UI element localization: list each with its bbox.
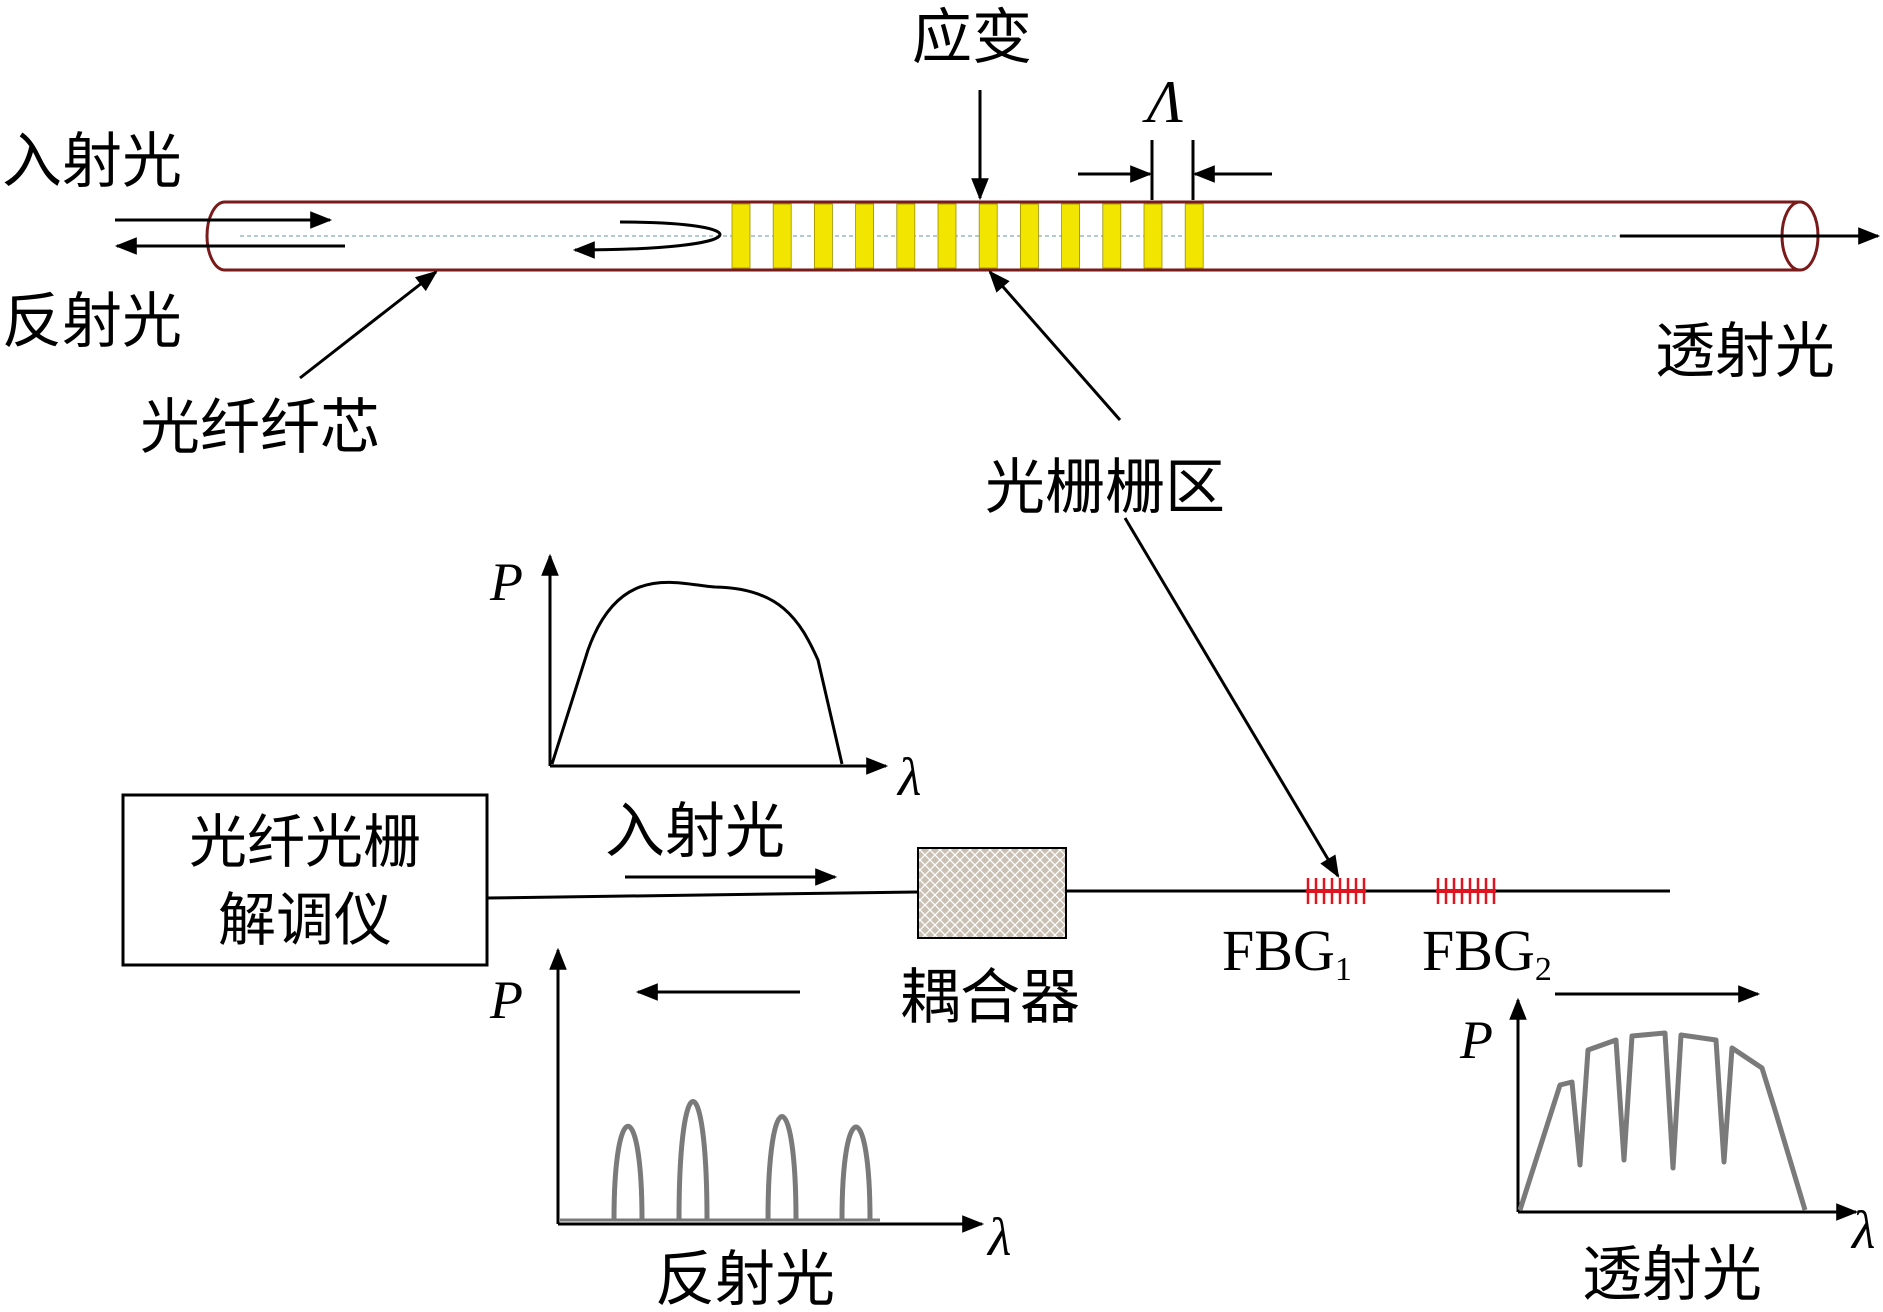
main-fiber-line-left [486,890,919,900]
fbg2-label: FBG2 [1422,918,1552,988]
reflected-lambda-label: λ [986,1207,1011,1267]
reflected-peak [839,1124,873,1221]
reflected-peak [676,1099,710,1221]
system-reflected-label: 反射光 [655,1247,835,1312]
fiber-body [225,200,1800,272]
fiber-transmitted-label: 透射光 [1655,319,1835,385]
core-label: 光纤纤芯 [140,395,380,461]
interrogator-line1: 光纤光栅 [189,810,421,875]
fbg1-grating [1306,878,1366,904]
incident-spectrum-plot: P λ [489,552,921,807]
grating-bar [1061,203,1080,269]
system-incident-label: 入射光 [605,799,785,865]
grating-bar [855,203,874,269]
transmitted-spectrum-plot: P λ 透射光 [1459,997,1875,1308]
grating-bar [1102,203,1122,269]
grating-region-label: 光栅栅区 [985,455,1225,521]
grating-bars [731,203,1204,269]
grating-bar [978,203,998,269]
grating-bar [896,203,916,269]
fbg2-label-main: FBG [1422,918,1535,983]
reflection-hook-arrow [572,220,722,259]
reflected-p-label: P [489,970,523,1030]
incident-lambda-label: λ [896,747,921,807]
grating-bar [1020,203,1039,269]
incident-p-label: P [489,552,523,612]
fbg1-pointer-arrow [1123,517,1340,878]
fbg1-label: FBG1 [1222,918,1352,988]
interrogator-line2: 解调仪 [218,888,392,953]
coupler-label: 耦合器 [900,965,1080,1031]
reflected-spectrum-plot: P λ 反射光 [489,947,1011,1312]
strain-label: 应变 [912,5,1032,71]
reflected-peaks [560,1099,880,1222]
reflected-peak [765,1114,799,1221]
incident-spectrum-curve [550,580,844,765]
grating-pointer-arrow [988,270,1122,421]
reflected-peak [611,1124,645,1221]
grating-bar [814,203,833,269]
fiber-left-end [205,200,226,272]
fbg1-label-sub: 1 [1335,951,1352,988]
optical-fiber [205,200,1820,272]
transmitted-p-label: P [1459,1010,1493,1070]
fbg1-label-main: FBG [1222,918,1335,983]
grating-bar [1184,203,1204,269]
system-transmitted-label: 透射光 [1582,1242,1762,1308]
fbg2-grating [1436,878,1496,904]
grating-bar [772,203,792,269]
coupler-box [917,847,1067,939]
transmitted-spectrum-curve [1517,1030,1808,1211]
grating-bar [731,203,751,269]
core-pointer-arrow [299,270,438,380]
grating-bar [1143,203,1163,269]
interrogator-box [121,793,489,967]
fbg2-label-sub: 2 [1535,951,1552,988]
fiber-reflected-label: 反射光 [2,289,182,355]
grating-bar [937,203,957,269]
transmitted-lambda-label: λ [1850,1200,1875,1260]
fiber-incident-label: 入射光 [2,129,182,195]
period-symbol: Λ [1142,69,1183,135]
